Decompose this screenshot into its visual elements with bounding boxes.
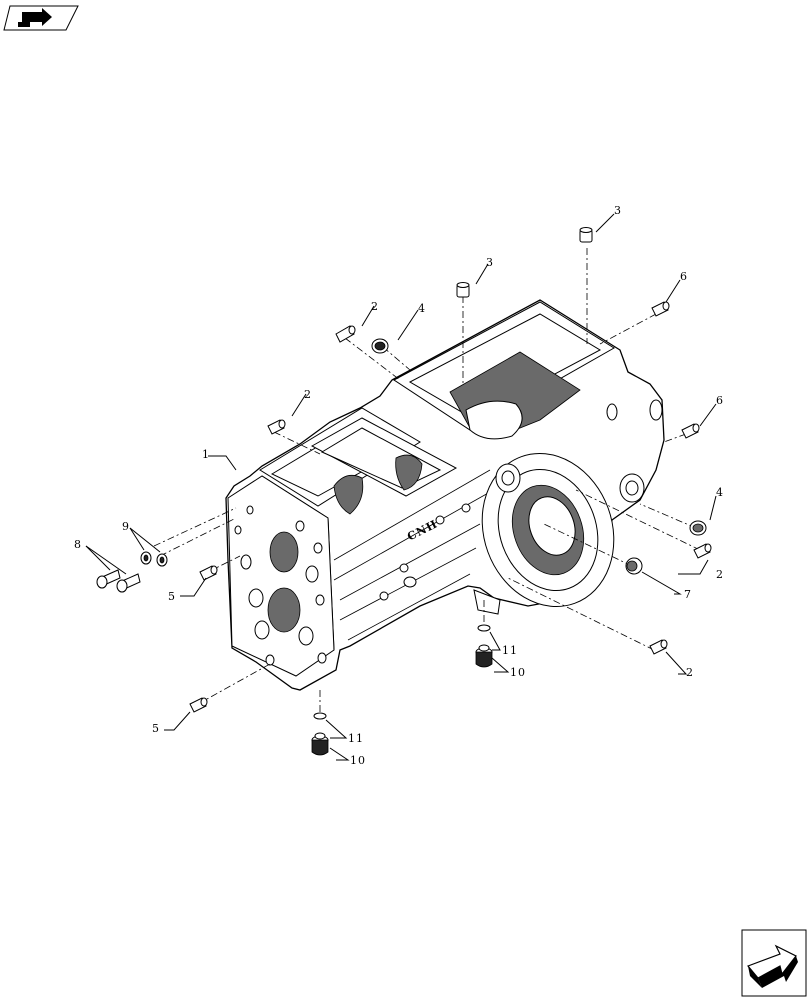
bushing-7 [625,557,643,575]
next-page-arrow-icon[interactable] [741,929,807,997]
callout-7: 7 [684,588,692,601]
callout-leaders [85,213,717,761]
callout-5a: 5 [168,590,176,603]
washer-11b [313,712,327,720]
transmission-housing [225,299,665,691]
pin-2a [335,325,356,343]
seal-4a [371,338,389,354]
pin-5b [189,697,208,713]
washer-9a [140,551,152,565]
loose-parts [96,227,712,756]
catalog-arrow-icon[interactable] [3,5,79,31]
seal-4b [689,520,707,536]
callout-3b: 3 [614,204,622,217]
callout-8: 8 [74,538,82,551]
pin-6a [651,301,670,317]
callout-9: 9 [122,520,130,533]
callout-2d: 2 [686,666,694,679]
pin-5a [199,565,218,581]
washer-11a [477,624,491,632]
assembly-lines [153,248,701,712]
pin-2c [693,543,712,559]
pin-2d [649,639,668,655]
callout-11b: 11 [348,732,364,745]
pin-6b [681,423,700,439]
callout-2a: 2 [371,300,379,313]
callout-4b: 4 [716,486,724,499]
callout-11a: 11 [502,644,518,657]
washer-9b [156,553,168,567]
callout-3a: 3 [486,256,494,269]
callout-6a: 6 [680,270,688,283]
callout-5b: 5 [152,722,160,735]
callout-10a: 10 [510,666,526,679]
bolt-8b [116,573,141,593]
callout-6b: 6 [716,394,724,407]
dowel-pin-3a [579,227,593,243]
pin-2b [267,419,286,435]
callout-10b: 10 [350,754,366,767]
plug-10b [311,732,329,756]
plug-10a [475,644,493,668]
bolt-8a [96,569,121,589]
callout-2c: 2 [716,568,724,581]
callout-1: 1 [202,448,210,461]
callout-2b: 2 [304,388,312,401]
dowel-pin-3b [456,282,470,298]
callout-4a: 4 [418,302,426,315]
